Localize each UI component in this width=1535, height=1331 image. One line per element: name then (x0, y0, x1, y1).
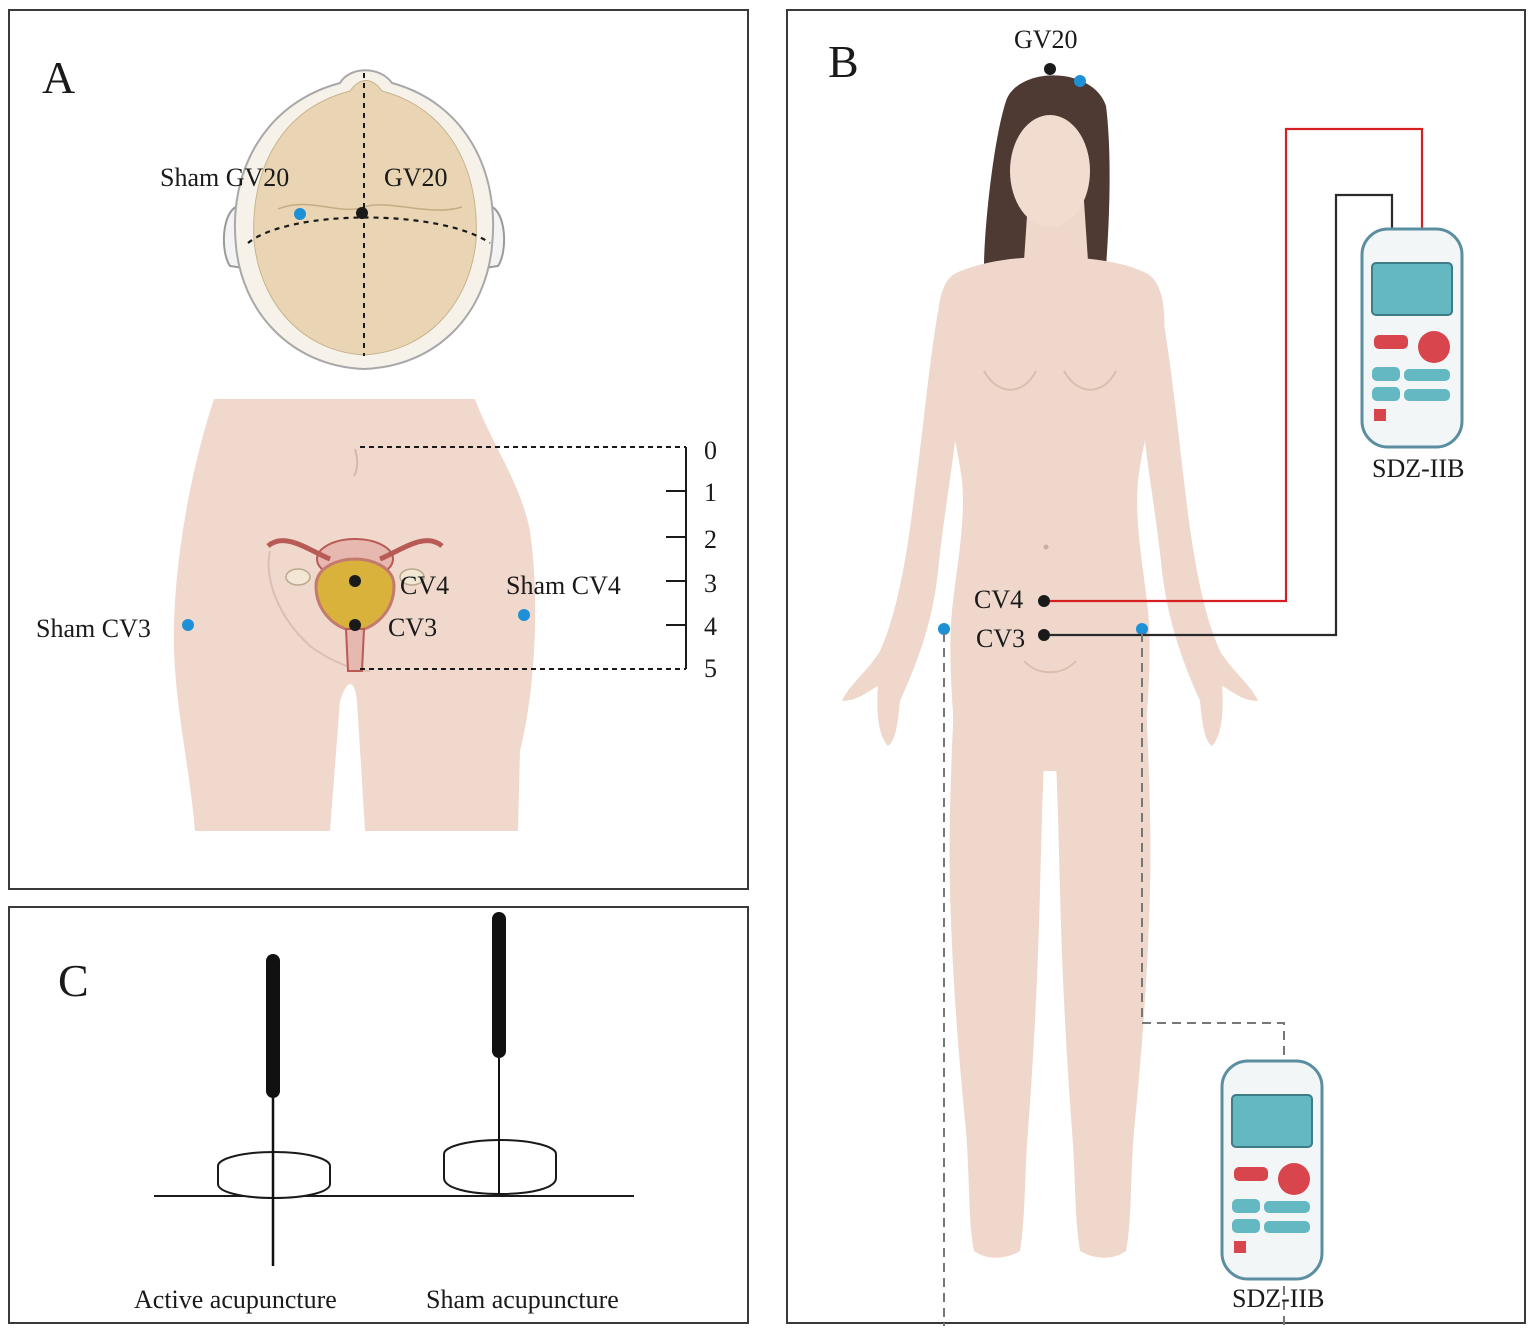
pelvis-illustration (173, 399, 536, 831)
sham-cv3-point (938, 623, 950, 635)
electro-stimulator-device-top (1360, 227, 1464, 449)
scale-tick-5: 5 (704, 654, 717, 683)
sham-cv4-point (518, 609, 530, 621)
sham-cv4-point (1136, 623, 1148, 635)
skull-illustration (222, 69, 506, 371)
sham-acupuncture-caption: Sham acupuncture (426, 1285, 619, 1314)
cv4-point (1038, 595, 1050, 607)
cv3-label: CV3 (976, 624, 1025, 653)
cv3-point (1038, 629, 1050, 641)
black-lead-wire (1050, 193, 1394, 637)
sham-cv3-point (182, 619, 194, 631)
cv3-label: CV3 (388, 613, 437, 642)
scale-tick-4: 4 (704, 612, 717, 641)
device-bottom-label: SDZ-IIB (1232, 1284, 1324, 1313)
panel-c: C Active acupuncture Sham acupuncture (8, 906, 749, 1324)
sham-gv20-point (1074, 75, 1086, 87)
active-acupuncture-caption: Active acupuncture (134, 1285, 337, 1314)
sham-lead-wire-right (1141, 633, 1285, 1326)
panel-a-label: A (42, 52, 75, 103)
scale-tick-2: 2 (704, 525, 717, 554)
cv4-label: CV4 (974, 585, 1023, 614)
gv20-point (1044, 63, 1056, 75)
sham-cv3-label: Sham CV3 (36, 614, 151, 643)
panel-a: A Sham GV20 GV20 (8, 9, 749, 890)
body-illustration (842, 75, 1258, 1258)
sham-needle (443, 912, 557, 1196)
scale-tick-0: 0 (704, 436, 717, 465)
red-lead-wire (1050, 127, 1424, 603)
device-top-label: SDZ-IIB (1372, 454, 1464, 483)
panel-c-figure: C Active acupuncture Sham acupuncture (58, 912, 634, 1314)
sham-gv20-label: Sham GV20 (160, 163, 289, 192)
measurement-scale (360, 446, 687, 670)
sham-gv20-point (294, 208, 306, 220)
gv20-point (356, 207, 368, 219)
gv20-label: GV20 (1014, 25, 1078, 54)
sham-cv4-label: Sham CV4 (506, 571, 621, 600)
cv4-point (349, 575, 361, 587)
panel-c-label: C (58, 955, 89, 1006)
scale-tick-1: 1 (704, 478, 717, 507)
panel-b-figure: B (828, 25, 1464, 1326)
electro-stimulator-device-bottom (1220, 1059, 1324, 1281)
gv20-label: GV20 (384, 163, 448, 192)
active-needle (217, 954, 331, 1266)
panel-a-figure: A Sham GV20 GV20 (36, 52, 717, 831)
cv4-label: CV4 (400, 571, 449, 600)
panel-b: B (786, 9, 1526, 1326)
cv3-point (349, 619, 361, 631)
panel-b-label: B (828, 36, 859, 87)
scale-tick-3: 3 (704, 569, 717, 598)
